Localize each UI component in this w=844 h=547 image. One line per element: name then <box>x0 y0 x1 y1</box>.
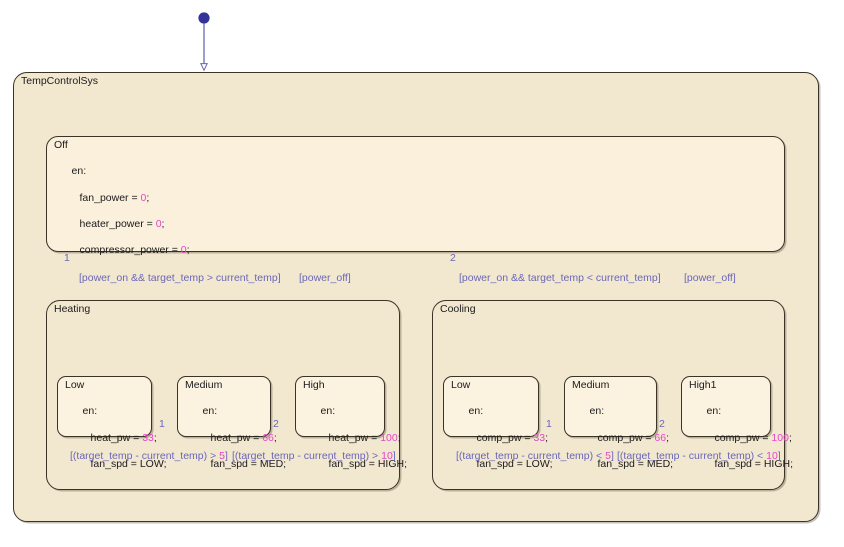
state-heating-low-action-0-suffix: ; <box>153 431 157 444</box>
state-heating-low-label: Low <box>65 379 85 391</box>
state-heating-high[interactable]: High en: heat_pw = 100; fan_spd = HIGH; <box>295 376 407 470</box>
state-cooling-medium-label: Medium <box>572 379 610 391</box>
state-heating-label: Heating <box>54 303 91 315</box>
default-transition-chart[interactable] <box>198 12 210 72</box>
transition-order-cooling-medium-to-low: 1 <box>546 418 552 430</box>
state-off-action-2-suffix: ; <box>186 244 190 257</box>
state-heating-high-action-0-lhs: heat_pw = <box>328 431 381 444</box>
state-heating-high-label: High <box>303 379 325 391</box>
state-off-action-0-value: 0 <box>140 191 147 204</box>
state-heating-high-keyword: en: <box>320 405 336 418</box>
transition-guard-cooling-medium-to-high[interactable]: [(target_temp - current_temp) < 10] <box>617 450 781 462</box>
state-off[interactable]: Off en: fan_power = 0; heater_power = 0;… <box>46 136 785 256</box>
transition-order-cooling-medium-to-high: 2 <box>659 418 665 430</box>
guard-cooling-medium-to-high-value: 10 <box>766 450 778 462</box>
state-off-action-1-lhs: heater_power = <box>79 218 156 231</box>
guard-heating-medium-to-high-suffix: ] <box>392 450 396 462</box>
guard-heating-medium-to-high-value: 10 <box>381 450 393 462</box>
state-heating-low-keyword: en: <box>82 405 98 418</box>
guard-heating-medium-to-high-prefix: [(target_temp - current_temp) > <box>232 450 382 462</box>
transition-order-off-to-heating: 1 <box>64 252 70 264</box>
state-heating-low-actions: en: heat_pw = 33; fan_spd = LOW; <box>65 392 167 484</box>
state-heating-medium-action-0-value: 66 <box>262 431 274 444</box>
state-cooling-label: Cooling <box>440 303 476 315</box>
transition-guard-heating-to-off[interactable]: [power_off] <box>299 272 351 284</box>
state-heating-medium[interactable]: Medium en: heat_pw = 66; fan_spd = MED; <box>177 376 286 470</box>
transition-order-heating-medium-to-high: 2 <box>273 418 279 430</box>
state-heating-low-action-0-lhs: heat_pw = <box>90 431 143 444</box>
state-off-action-1-suffix: ; <box>161 218 165 231</box>
state-off-action-0-suffix: ; <box>146 191 150 204</box>
state-cooling-high-action-0-value: 100 <box>771 431 789 444</box>
transition-order-heating-medium-to-low: 1 <box>159 418 165 430</box>
transition-guard-heating-low-to-medium[interactable]: [(target_temp - current_temp) > 5] <box>70 450 228 462</box>
state-heating-high-actions: en: heat_pw = 100; fan_spd = HIGH; <box>303 392 408 484</box>
transition-guard-off-to-cooling[interactable]: [power_on && target_temp < current_temp] <box>459 272 661 284</box>
transition-guard-cooling-to-off[interactable]: [power_off] <box>684 272 736 284</box>
guard-cooling-low-to-medium-prefix: [(target_temp - current_temp) < <box>456 450 606 462</box>
state-tempcontrolsys-label: TempControlSys <box>21 75 99 87</box>
state-heating-medium-keyword: en: <box>202 405 218 418</box>
state-heating-low-action-1-lhs: fan_spd = LOW; <box>90 458 167 471</box>
guard-heating-low-to-medium-prefix: [(target_temp - current_temp) > <box>70 450 220 462</box>
state-heating-high-action-1-lhs: fan_spd = HIGH; <box>328 458 408 471</box>
state-heating-medium-action-0-suffix: ; <box>273 431 277 444</box>
state-off-action-2-lhs: compressor_power = <box>79 244 181 257</box>
transition-order-off-to-cooling: 2 <box>450 252 456 264</box>
state-cooling-medium-action-0-suffix: ; <box>666 431 670 444</box>
guard-cooling-medium-to-high-prefix: [(target_temp - current_temp) < <box>617 450 767 462</box>
state-cooling-high[interactable]: High1 en: comp_pw = 100; fan_spd = HIGH; <box>681 376 793 470</box>
guard-cooling-low-to-medium-suffix: ] <box>610 450 614 462</box>
transition-guard-heating-medium-to-high[interactable]: [(target_temp - current_temp) > 10] <box>232 450 396 462</box>
transition-guard-off-to-heating[interactable]: [power_on && target_temp > current_temp] <box>79 272 281 284</box>
state-cooling-low-action-0-value: 33 <box>533 431 546 444</box>
state-cooling-low-action-0-suffix: ; <box>545 431 549 444</box>
state-heating-high-action-0-value: 100 <box>380 431 398 444</box>
state-cooling-low-action-0-lhs: comp_pw = <box>476 431 534 444</box>
state-heating-medium-actions: en: heat_pw = 66; fan_spd = MED; <box>185 392 287 484</box>
state-cooling-high-action-0-suffix: ; <box>788 431 792 444</box>
state-cooling-medium-action-0-value: 66 <box>654 431 667 444</box>
state-heating-medium-action-1-lhs: fan_spd = MED; <box>210 458 287 471</box>
state-off-label: Off <box>54 139 68 151</box>
state-cooling-medium-actions: en: comp_pw = 66; fan_spd = MED; <box>572 392 674 484</box>
state-cooling-medium-action-0-lhs: comp_pw = <box>597 431 655 444</box>
guard-heating-low-to-medium-value: 5 <box>219 450 225 462</box>
state-cooling-medium-keyword: en: <box>589 405 605 418</box>
state-off-actions: en: fan_power = 0; heater_power = 0; com… <box>54 152 190 271</box>
state-heating-medium-action-0-lhs: heat_pw = <box>210 431 263 444</box>
state-cooling-high-label: High1 <box>689 379 717 391</box>
state-off-action-1-value: 0 <box>155 218 162 231</box>
state-cooling-medium[interactable]: Medium en: comp_pw = 66; fan_spd = MED; <box>564 376 673 470</box>
state-cooling-high-action-1-lhs: fan_spd = HIGH; <box>714 458 794 471</box>
state-cooling-low-actions: en: comp_pw = 33; fan_spd = LOW; <box>451 392 553 484</box>
guard-cooling-low-to-medium-value: 5 <box>605 450 611 462</box>
state-off-keyword: en: <box>71 165 87 178</box>
state-cooling-high-keyword: en: <box>706 405 722 418</box>
transition-guard-cooling-low-to-medium[interactable]: [(target_temp - current_temp) < 5] <box>456 450 614 462</box>
guard-heating-low-to-medium-suffix: ] <box>224 450 228 462</box>
state-cooling-medium-action-1-lhs: fan_spd = MED; <box>597 458 674 471</box>
state-heating-high-action-0-suffix: ; <box>397 431 401 444</box>
state-cooling-low-action-1-lhs: fan_spd = LOW; <box>476 458 553 471</box>
state-cooling-high-actions: en: comp_pw = 100; fan_spd = HIGH; <box>689 392 794 484</box>
guard-cooling-medium-to-high-suffix: ] <box>777 450 781 462</box>
state-heating-low[interactable]: Low en: heat_pw = 33; fan_spd = LOW; <box>57 376 167 470</box>
state-heating-medium-label: Medium <box>185 379 223 391</box>
state-off-action-2-value: 0 <box>180 244 187 257</box>
state-cooling-low[interactable]: Low en: comp_pw = 33; fan_spd = LOW; <box>443 376 553 470</box>
state-heating-low-action-0-value: 33 <box>142 431 154 444</box>
state-cooling-low-label: Low <box>451 379 471 391</box>
state-cooling-low-keyword: en: <box>468 405 484 418</box>
state-cooling-high-action-0-lhs: comp_pw = <box>714 431 772 444</box>
state-off-action-0-lhs: fan_power = <box>79 191 141 204</box>
